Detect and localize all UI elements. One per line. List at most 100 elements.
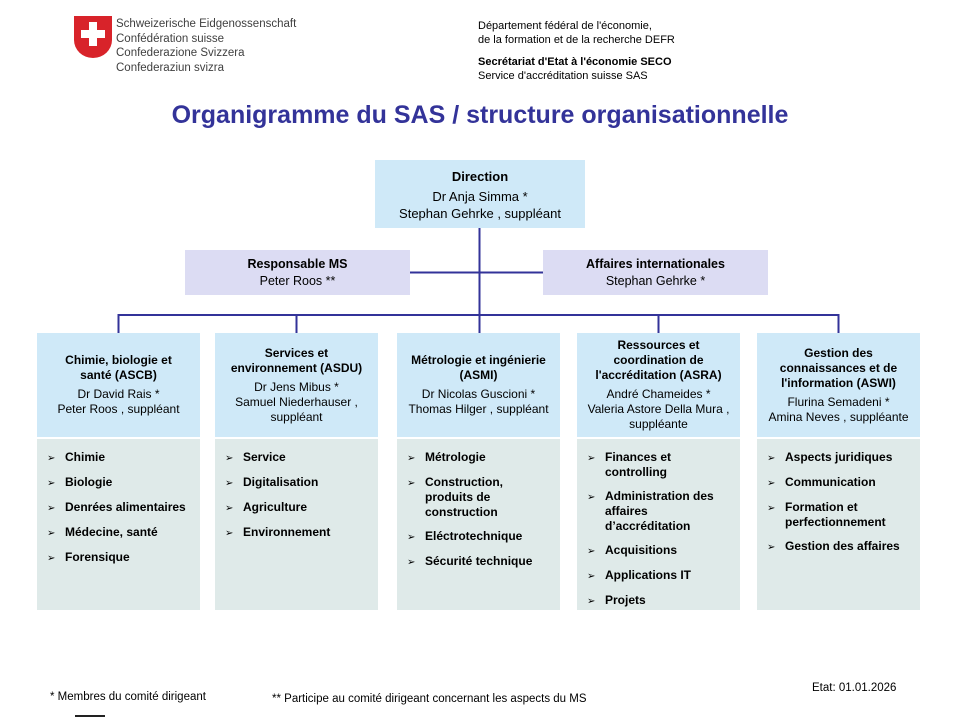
wordmark-line: Schweizerische Eidgenossenschaft xyxy=(116,18,297,30)
department-header-box: Services et environnement (ASDU) Dr Jens … xyxy=(215,333,378,437)
task-label: Métrologie xyxy=(425,450,486,464)
footer-mark xyxy=(75,715,105,717)
status-date: Etat: 01.01.2026 xyxy=(812,682,897,694)
confederation-wordmark: Schweizerische Eidgenossenschaft Confédé… xyxy=(116,17,296,75)
footnote-2: ** Participe au comité dirigeant concern… xyxy=(272,693,587,705)
arrow-bullet-icon: ➢ xyxy=(767,478,776,489)
task-item: ➢ Communication xyxy=(767,475,914,491)
task-label: Gestion des affaires xyxy=(785,539,900,553)
person-name: Flurina Semadeni * xyxy=(787,394,890,409)
direction-title: Direction xyxy=(451,169,509,184)
department-task-list: ➢Métrologie➢Construction, produits de co… xyxy=(397,439,560,610)
direction-box: Direction Dr Anja Simma * Stephan Gehrke… xyxy=(375,160,585,228)
task-item: ➢ Médecine, santé xyxy=(47,525,194,541)
arrow-bullet-icon: ➢ xyxy=(587,546,596,557)
task-label: Projets xyxy=(605,593,646,607)
wordmark-line: Confederaziun svizra xyxy=(116,61,225,74)
task-label: Chimie xyxy=(65,450,106,464)
arrow-bullet-icon: ➢ xyxy=(767,503,776,514)
footnote-1: * Membres du comité dirigeant xyxy=(50,691,206,703)
wordmark-line: Confédération suisse xyxy=(116,32,225,45)
person-name: Dr Anja Simma * xyxy=(432,189,528,204)
department-line: Département fédéral de l'économie, xyxy=(478,20,652,32)
page-title: Organigramme du SAS / structure organisa… xyxy=(171,101,789,129)
arrow-bullet-icon: ➢ xyxy=(587,596,596,607)
arrow-bullet-icon: ➢ xyxy=(47,478,56,489)
department-names: Dr Nicolas Guscioni *Thomas Hilger , sup… xyxy=(408,387,548,417)
department-title: Gestion des connaissances et de l'inform… xyxy=(779,345,898,390)
arrow-bullet-icon: ➢ xyxy=(225,503,234,514)
arrow-bullet-icon: ➢ xyxy=(587,492,596,503)
department-header-box: Gestion des connaissances et de l'inform… xyxy=(757,333,920,437)
task-item: ➢ Aspects juridiques xyxy=(767,450,914,466)
arrow-bullet-icon: ➢ xyxy=(225,453,234,464)
task-item: ➢ Service xyxy=(225,450,372,466)
task-item: ➢ Acquisitions xyxy=(587,543,734,559)
task-label: Communication xyxy=(785,475,876,489)
task-label: Eléctrotechnique xyxy=(425,529,523,543)
department-column-2: Services et environnement (ASDU) Dr Jens … xyxy=(215,333,378,610)
task-label: Administration des affaires d’accréditat… xyxy=(605,489,714,533)
staff-title: Responsable MS xyxy=(247,257,348,271)
person-name: Dr Jens Mibus * xyxy=(254,379,339,394)
person-name: Peter Roos ** xyxy=(259,274,336,288)
arrow-bullet-icon: ➢ xyxy=(225,528,234,539)
wordmark-line: Confederazione Svizzera xyxy=(116,47,245,59)
arrow-bullet-icon: ➢ xyxy=(47,453,56,464)
task-item: ➢ Projets xyxy=(587,593,734,609)
task-label: Digitalisation xyxy=(243,475,319,489)
arrow-bullet-icon: ➢ xyxy=(407,532,416,543)
person-name: Amina Neves , suppléante xyxy=(768,409,909,424)
task-label: Service xyxy=(243,450,286,464)
department-title: Métrologie et ingénierie (ASMI) xyxy=(411,353,546,382)
task-label: Acquisitions xyxy=(605,543,678,557)
department-names: André Chameides *Valeria Astore Della Mu… xyxy=(588,387,730,432)
task-label: Sécurité technique xyxy=(425,554,533,568)
person-name: André Chameides * xyxy=(606,387,711,401)
person-name: Stephan Gehrke * xyxy=(605,274,706,288)
swiss-coat-of-arms-icon xyxy=(74,16,112,58)
department-header-box: Ressources et coordination de l'accrédit… xyxy=(577,333,740,437)
task-item: ➢ Métrologie xyxy=(407,450,554,466)
department-line: de la formation et de la recherche DEFR xyxy=(478,33,675,46)
department-names: Flurina Semadeni *Amina Neves , suppléan… xyxy=(768,395,908,425)
department-task-list: ➢Finances et controlling➢Administration … xyxy=(577,439,740,610)
arrow-bullet-icon: ➢ xyxy=(767,453,776,464)
arrow-bullet-icon: ➢ xyxy=(767,542,776,553)
task-item: ➢ Chimie xyxy=(47,450,194,466)
arrow-bullet-icon: ➢ xyxy=(47,528,56,539)
person-name: Peter Roos , suppléant xyxy=(57,402,180,416)
task-label: Médecine, santé xyxy=(65,525,158,539)
department-title: Services et environnement (ASDU) xyxy=(230,345,363,375)
task-item: ➢ Gestion des affaires xyxy=(767,539,914,555)
arrow-bullet-icon: ➢ xyxy=(407,478,416,489)
arrow-bullet-icon: ➢ xyxy=(47,503,56,514)
department-header-block: Département fédéral de l'économie, de la… xyxy=(478,20,675,83)
department-header-box: Chimie, biologie et santé (ASCB)Dr David… xyxy=(37,333,200,437)
task-item: ➢Finances et controlling xyxy=(587,450,734,480)
arrow-bullet-icon: ➢ xyxy=(587,571,596,582)
arrow-bullet-icon: ➢ xyxy=(407,453,416,464)
task-item: ➢ Formation et perfectionnement xyxy=(767,500,914,530)
department-column-5: Gestion des connaissances et de l'inform… xyxy=(757,333,920,610)
task-label: Environnement xyxy=(243,525,331,539)
arrow-bullet-icon: ➢ xyxy=(225,478,234,489)
task-item: ➢Forensique xyxy=(47,550,194,566)
task-label: Biologie xyxy=(65,475,113,489)
department-task-list: ➢Service➢Digitalisation➢Agriculture➢Envi… xyxy=(215,439,378,610)
affaires-internationales-box: Affaires internationales Stephan Gehrke … xyxy=(543,250,768,295)
department-title: Ressources et coordination de l'accrédit… xyxy=(595,338,722,382)
task-item: ➢ Biologie xyxy=(47,475,194,491)
task-label: Finances et controlling xyxy=(605,450,672,479)
task-item: ➢Sécurité technique xyxy=(407,554,554,570)
person-name: Thomas Hilger , suppléant xyxy=(408,402,549,416)
person-name: Valeria Astore Della Mura , suppléante xyxy=(587,402,730,431)
staff-title: Affaires internationales xyxy=(586,257,725,271)
person-name: Dr Nicolas Guscioni * xyxy=(421,387,536,401)
task-label: Applications IT xyxy=(605,568,692,582)
task-label: Aspects juridiques xyxy=(785,450,893,464)
task-item: ➢ Applications IT xyxy=(587,568,734,584)
task-label: Formation et perfectionnement xyxy=(785,500,886,529)
task-label: Forensique xyxy=(65,550,130,564)
task-item: ➢ Environnement xyxy=(225,525,372,541)
